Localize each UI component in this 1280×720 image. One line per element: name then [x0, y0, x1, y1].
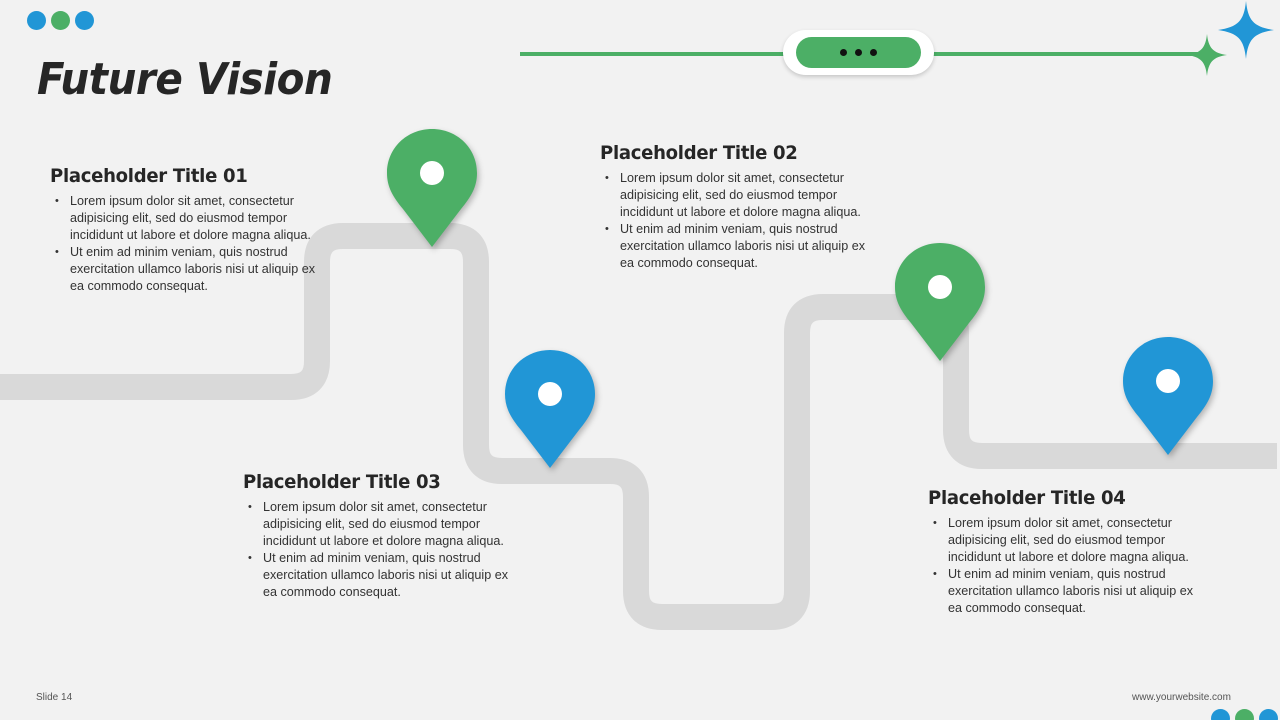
- dot-green-icon: [1235, 709, 1254, 720]
- pill-dot: [840, 49, 847, 56]
- milestone-02: Placeholder Title 02 Lorem ipsum dolor s…: [600, 142, 875, 272]
- milestone-bullets: Lorem ipsum dolor sit amet, consectetur …: [600, 170, 875, 272]
- milestone-bullets: Lorem ipsum dolor sit amet, consectetur …: [243, 499, 518, 601]
- milestone-bullets: Lorem ipsum dolor sit amet, consectetur …: [50, 193, 325, 295]
- website-link[interactable]: www.yourwebsite.com: [1132, 692, 1231, 703]
- more-horizontal-icon: [796, 37, 921, 68]
- decorative-dots-top: [27, 11, 94, 30]
- bullet-item: Lorem ipsum dolor sit amet, consectetur …: [50, 193, 325, 244]
- pill-dot: [870, 49, 877, 56]
- milestone-title: Placeholder Title 02: [600, 142, 798, 164]
- more-options-button[interactable]: [783, 30, 934, 75]
- sparkle-large-icon: [1218, 1, 1274, 59]
- milestone-03: Placeholder Title 03 Lorem ipsum dolor s…: [243, 471, 518, 601]
- milestone-title: Placeholder Title 01: [50, 165, 248, 187]
- bullet-item: Lorem ipsum dolor sit amet, consectetur …: [928, 515, 1203, 566]
- dot-green-icon: [51, 11, 70, 30]
- map-pin-icon: [505, 350, 595, 468]
- decorative-dots-bottom: [1211, 709, 1278, 720]
- pill-dot: [855, 49, 862, 56]
- page-title: Future Vision: [37, 54, 333, 105]
- milestone-title: Placeholder Title 04: [928, 487, 1126, 509]
- sparkle-small-icon: [1187, 34, 1227, 76]
- milestone-bullets: Lorem ipsum dolor sit amet, consectetur …: [928, 515, 1203, 617]
- bullet-item: Lorem ipsum dolor sit amet, consectetur …: [243, 499, 518, 550]
- milestone-title: Placeholder Title 03: [243, 471, 441, 493]
- map-pin-icon: [387, 129, 477, 247]
- map-pin-icon: [1123, 337, 1213, 455]
- bullet-item: Lorem ipsum dolor sit amet, consectetur …: [600, 170, 875, 221]
- bullet-item: Ut enim ad minim veniam, quis nostrud ex…: [50, 244, 325, 295]
- slide-number: Slide 14: [36, 692, 73, 703]
- bullet-item: Ut enim ad minim veniam, quis nostrud ex…: [600, 221, 875, 272]
- bullet-item: Ut enim ad minim veniam, quis nostrud ex…: [928, 566, 1203, 617]
- dot-blue-icon: [1211, 709, 1230, 720]
- dot-blue-icon: [75, 11, 94, 30]
- milestone-01: Placeholder Title 01 Lorem ipsum dolor s…: [50, 165, 325, 295]
- milestone-04: Placeholder Title 04 Lorem ipsum dolor s…: [928, 487, 1203, 617]
- map-pin-icon: [895, 243, 985, 361]
- bullet-item: Ut enim ad minim veniam, quis nostrud ex…: [243, 550, 518, 601]
- dot-blue-icon: [1259, 709, 1278, 720]
- dot-blue-icon: [27, 11, 46, 30]
